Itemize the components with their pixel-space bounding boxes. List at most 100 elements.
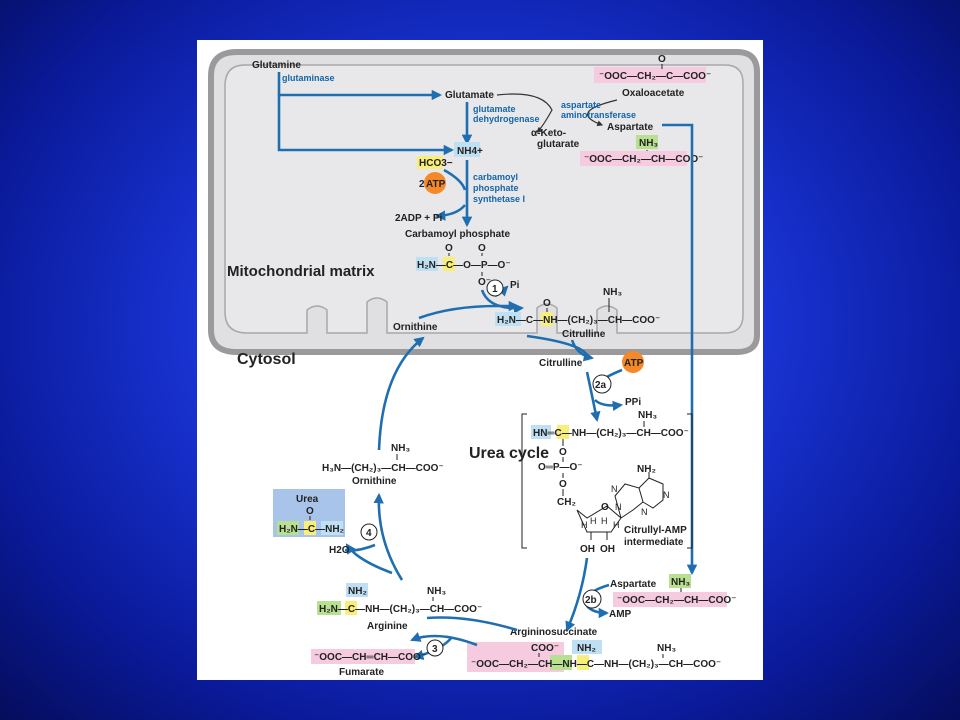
fumarate-structure: ⁻OOC—CH═CH—COO⁻ (314, 652, 426, 663)
oxaloacetate-keto-o: O (658, 54, 666, 65)
svg-text:COO⁻: COO⁻ (531, 643, 559, 654)
atp-circle-2a (622, 351, 644, 373)
svg-text:CH₂: CH₂ (557, 497, 576, 508)
svg-text:HN═C—NH—(CH₂)₃—CH—COO⁻: HN═C—NH—(CH₂)₃—CH—COO⁻ (533, 428, 689, 439)
glutamate-to-ketoglutarate-arrow (496, 93, 553, 133)
cps-label-1: carbamoyl (473, 172, 518, 182)
citrullyl-amp-label-1: Citrullyl-AMP (624, 525, 687, 536)
svg-text:O: O (445, 243, 453, 254)
svg-text:H: H (601, 516, 608, 526)
citrullyl-amp-structure: NH₃ HN═C—NH—(CH₂)₃—CH—COO⁻ O O═P—O⁻ O CH… (521, 410, 693, 555)
ast-label-1: aspartate (561, 100, 601, 110)
slide: Mitochondrial matrix Cytosol Urea cycle … (197, 40, 763, 680)
glutaminase-label: glutaminase (282, 73, 335, 83)
svg-text:NH₃: NH₃ (638, 410, 657, 421)
svg-text:4: 4 (366, 528, 372, 539)
svg-text:H: H (581, 520, 588, 530)
mitochondrion (208, 49, 760, 355)
oxaloacetate-structure: ⁻OOC—CH₂—C—COO⁻ (599, 71, 711, 82)
ornithine-label-cytosol: Ornithine (352, 476, 397, 487)
citrullyl-amp-label-2: intermediate (624, 537, 684, 548)
nh4-highlight (454, 142, 480, 157)
argininosuccinate-label: Argininosuccinate (510, 627, 598, 638)
svg-text:O: O (601, 502, 609, 513)
svg-text:NH₂: NH₂ (637, 464, 656, 475)
oxaloacetate-to-aspartate-arrow (587, 99, 618, 127)
svg-text:NH₃: NH₃ (671, 577, 690, 588)
ornithine-to-mito-arrow (377, 336, 425, 451)
hco3-label: HCO3− (419, 158, 453, 169)
urea-structure: H₂N—C—NH₂ (279, 524, 344, 535)
svg-text:NH₂: NH₂ (348, 586, 367, 597)
aspartate-structure-top: ⁻OOC—CH₂—CH—COO⁻ (584, 154, 703, 165)
svg-text:NH₃: NH₃ (391, 443, 410, 454)
aspartate-highlight-bottom (613, 592, 727, 607)
svg-text:N: N (641, 507, 648, 517)
cps-label-2: phosphate (473, 183, 519, 193)
cps-label-3: synthetase I (473, 194, 525, 204)
arginine-structure: H₂N—C—NH—(CH₂)₃—CH—COO⁻ (319, 604, 482, 615)
step-2a-marker: 2a (592, 374, 612, 394)
step2b-arrow (565, 557, 589, 632)
citrulline-label-matrix: Citrulline (562, 329, 606, 340)
svg-text:1: 1 (492, 284, 498, 295)
step3-arrow (410, 632, 478, 647)
pi-label-step1: Pi (510, 280, 520, 291)
svg-text:H: H (613, 520, 620, 530)
gdh-label-2: dehydrogenase (473, 114, 540, 124)
amp-label: AMP (609, 609, 632, 620)
atp-label-cps: ATP (426, 179, 446, 190)
svg-text:OH: OH (580, 544, 595, 555)
oxaloacetate-highlight (594, 67, 706, 83)
svg-text:O: O (306, 506, 314, 517)
svg-text:O: O (543, 298, 551, 309)
h2o-label: H2O (329, 545, 350, 556)
citrulline-structure-matrix: H₂N—C—NH—(CH₂)₃—CH—COO⁻ (497, 315, 660, 326)
fumarate-label: Fumarate (339, 667, 384, 678)
step-1-marker: 1 (486, 279, 504, 297)
svg-text:2a: 2a (595, 380, 607, 391)
urea-cycle-label: Urea cycle (469, 445, 549, 462)
svg-text:NH₃: NH₃ (657, 643, 676, 654)
svg-text:OH: OH (600, 544, 615, 555)
aspartate-label-bottom: Aspartate (610, 579, 657, 590)
svg-text:N: N (615, 502, 622, 512)
nh4-label: NH4+ (457, 146, 483, 157)
arginine-label: Arginine (367, 621, 408, 632)
hco3-highlight (417, 156, 443, 169)
gdh-label-1: glutamate (473, 104, 516, 114)
ornithine-structure-cytosol: H₃N—(CH₂)₃—CH—COO⁻ (322, 463, 444, 474)
glutamine-to-nh4-arrow (277, 95, 455, 156)
oxaloacetate-label: Oxaloacetate (622, 88, 685, 99)
atp-label-2a: ATP (624, 358, 644, 369)
step-3-marker: 3 (426, 639, 444, 657)
step4-arrow (345, 543, 393, 575)
matrix-label: Mitochondrial matrix (227, 263, 375, 280)
arginine-to-ornithine-arrow (373, 492, 404, 581)
glutamate-label: Glutamate (445, 90, 494, 101)
ast-label-2: aminotransferase (561, 110, 636, 120)
svg-text:O: O (559, 447, 567, 458)
aspartate-highlight-top (580, 151, 687, 166)
atp-circle-cps (424, 172, 446, 194)
aspartate-structure-bottom: ⁻OOC—CH₂—CH—COO⁻ (617, 595, 736, 606)
svg-text:O⁻: O⁻ (478, 277, 491, 288)
ppi-label: PPi (625, 397, 641, 408)
svg-text:O: O (559, 479, 567, 490)
svg-text:NH₃: NH₃ (639, 138, 658, 149)
svg-text:N: N (611, 484, 618, 494)
atp-coefficient: 2 (419, 179, 425, 190)
svg-text:NH₃: NH₃ (427, 586, 446, 597)
svg-text:O═P—O⁻: O═P—O⁻ (538, 462, 583, 473)
svg-text:2b: 2b (585, 595, 597, 606)
aspartate-label-top: Aspartate (607, 122, 654, 133)
adp-label: 2ADP + Pi (395, 213, 443, 224)
urea-cycle-diagram: Mitochondrial matrix Cytosol Urea cycle … (208, 49, 760, 678)
urea-label: Urea (296, 494, 319, 505)
svg-text:H: H (590, 516, 597, 526)
alpha-keto-label: α-Keto- (531, 128, 566, 139)
citrulline-label-cytosol: Citrulline (539, 358, 583, 369)
step-2b-marker: 2b (582, 589, 602, 609)
aspartate-nh3-highlight (636, 135, 658, 149)
svg-text:NH₃: NH₃ (603, 287, 622, 298)
